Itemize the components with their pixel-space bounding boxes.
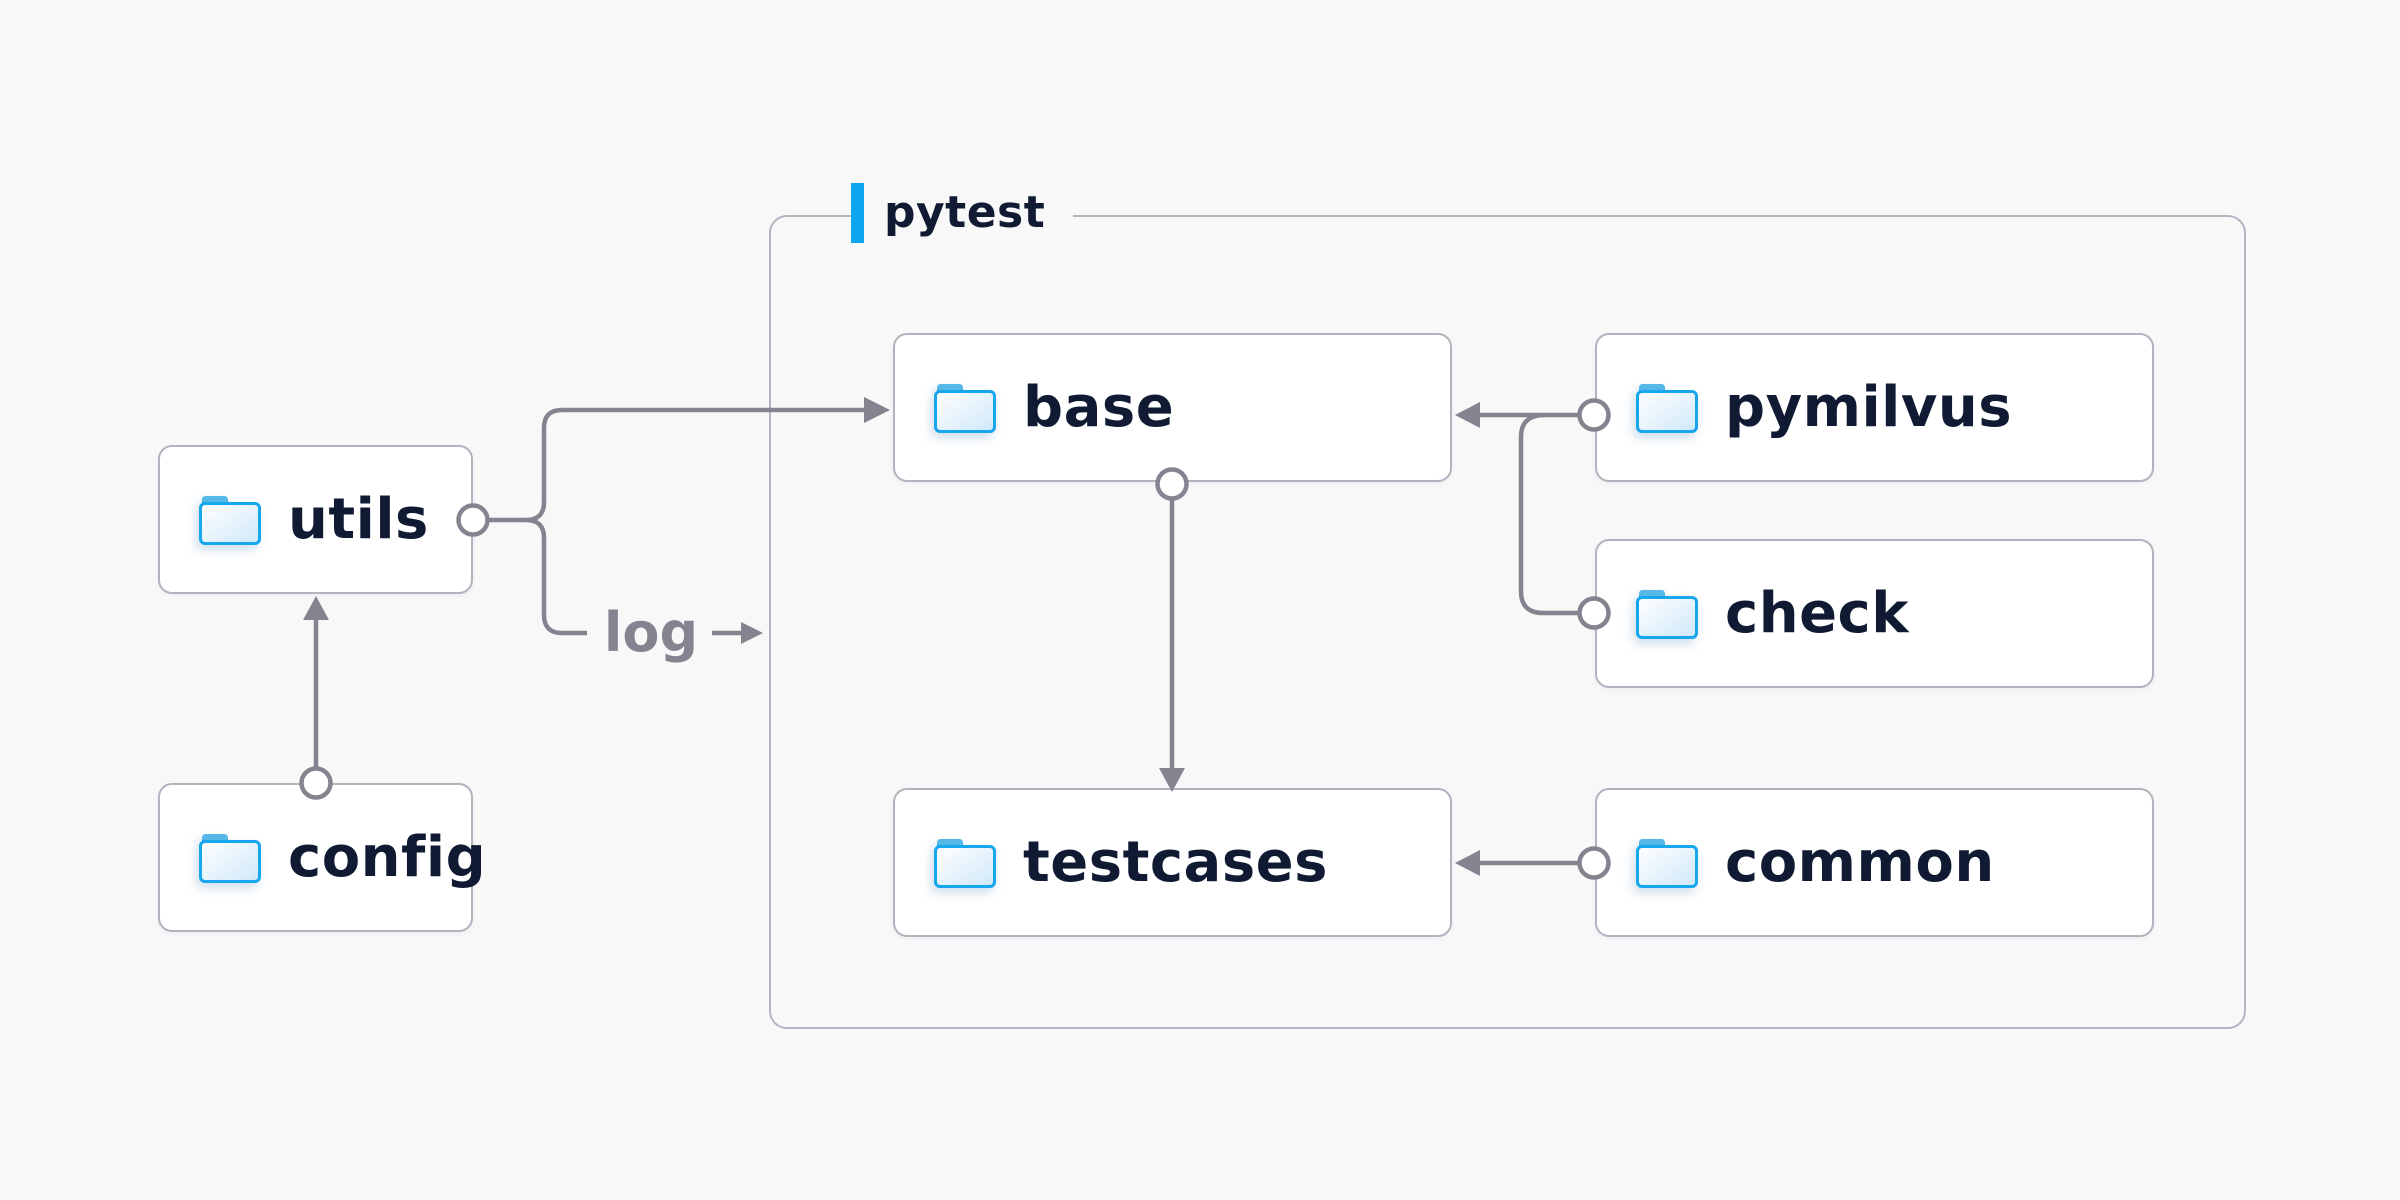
node-label: testcases	[1023, 830, 1328, 895]
node-label: utils	[288, 487, 429, 552]
node-label: config	[288, 825, 487, 890]
folder-icon	[199, 495, 261, 545]
group-pytest-label: pytest	[851, 181, 1074, 245]
node-base: base	[893, 333, 1452, 482]
node-config: config	[158, 783, 486, 932]
node-label: common	[1725, 830, 1995, 895]
folder-icon	[199, 833, 261, 883]
accent-bar-icon	[851, 183, 864, 243]
group-title: pytest	[884, 187, 1046, 238]
edge-label-log: log	[603, 601, 699, 664]
folder-icon	[1636, 589, 1698, 639]
node-pymilvus: pymilvus	[1595, 333, 2154, 482]
node-check: check	[1595, 539, 2154, 688]
node-utils: utils	[158, 445, 473, 594]
folder-icon	[934, 838, 996, 888]
folder-icon	[1636, 383, 1698, 433]
node-testcases: testcases	[893, 788, 1452, 937]
folder-icon	[1636, 838, 1698, 888]
group-pytest-container	[769, 215, 2246, 1029]
node-label: base	[1023, 375, 1175, 440]
folder-icon	[934, 383, 996, 433]
node-label: pymilvus	[1725, 375, 2013, 440]
node-label: check	[1725, 581, 1909, 646]
edge-config-utils	[303, 596, 329, 770]
node-common: common	[1595, 788, 2154, 937]
